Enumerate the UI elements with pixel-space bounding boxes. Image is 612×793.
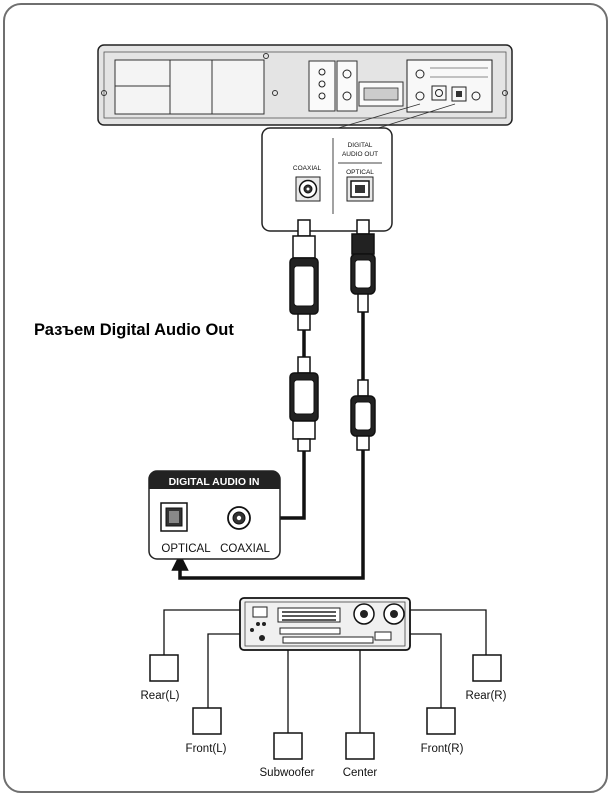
digital-audio-in-panel: DIGITAL AUDIO IN OPTICAL COAXIAL [148,470,281,560]
speaker-subwoofer-label: Subwoofer [260,767,315,779]
optical-plug-bottom-icon [350,379,376,451]
speakers [149,654,502,760]
source-device [97,44,513,149]
audio-out-panel: DIGITAL AUDIO OUT COAXIAL OPTICAL [261,127,393,232]
optical-plug-top-icon [350,219,376,313]
speaker-rear-right-icon [472,654,502,682]
digital-audio-out-caption: Разъем Digital Audio Out [34,321,234,339]
coaxial-plug-top-icon [289,219,319,331]
in-optical-label: OPTICAL [161,543,211,555]
speaker-front-right-icon [426,707,456,735]
speaker-center-label: Center [343,767,378,779]
speaker-center-icon [345,732,375,760]
speaker-rear-right-label: Rear(R) [466,690,507,702]
speaker-front-left-icon [192,707,222,735]
speaker-front-right-label: Front(R) [421,743,464,755]
speaker-rear-left-icon [149,654,179,682]
digital-audio-out-label-2: AUDIO OUT [342,151,378,158]
in-coaxial-label: COAXIAL [220,543,270,555]
speaker-front-left-label: Front(L) [186,743,227,755]
out-coaxial-label: COAXIAL [293,165,322,172]
digital-audio-in-title: DIGITAL AUDIO IN [169,476,260,488]
cables [171,312,365,580]
av-receiver [239,597,411,651]
speaker-labels: Rear(L) Front(L) Subwoofer Center Front(… [141,690,507,779]
out-optical-label: OPTICAL [346,169,374,176]
speaker-subwoofer-icon [273,732,303,760]
speaker-rear-left-label: Rear(L) [141,690,180,702]
coaxial-plug-bottom-icon [289,356,319,452]
digital-audio-out-label-1: DIGITAL [348,142,373,149]
speaker-wires [163,609,487,733]
